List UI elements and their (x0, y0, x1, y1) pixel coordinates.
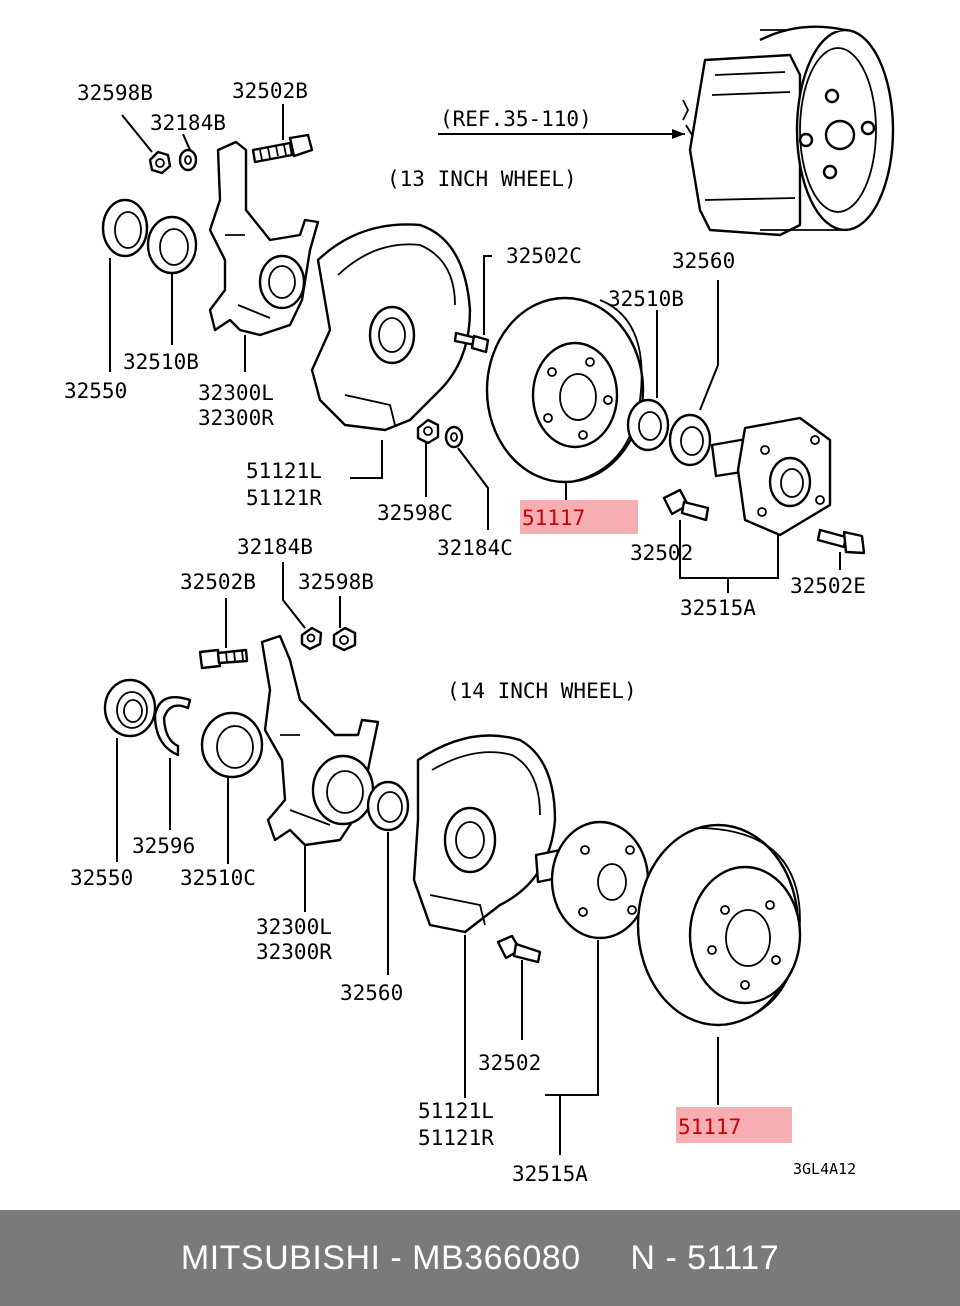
label-32300l-top: 32300L (198, 381, 274, 405)
highlight-51117-top (520, 500, 638, 534)
parts-diagram: (REF.35-110) (13 INCH WHEEL) (64, 25, 895, 1186)
brake-disc-51117-top (485, 296, 645, 484)
label-32502c: 32502C (506, 244, 582, 268)
bearing-32510c (200, 711, 264, 779)
nut-32598b-top (148, 150, 172, 175)
bolt-32502-top (662, 488, 710, 522)
label-51117-bottom: 51117 (678, 1115, 741, 1139)
label-32550-bottom: 32550 (70, 866, 133, 890)
label-32300r-top: 32300R (198, 406, 274, 430)
hub-32515a-bottom (534, 820, 650, 940)
washer-32184b-bottom (300, 626, 323, 651)
hub-32515a-top (710, 416, 832, 537)
bearing-32510b-top-left (146, 215, 198, 275)
dust-shield-51121-top (310, 223, 472, 432)
label-32502e: 32502E (790, 574, 866, 598)
snap-ring-32596 (153, 695, 192, 757)
label-32300r-bottom: 32300R (256, 940, 332, 964)
label-32550-top: 32550 (64, 379, 127, 403)
bolt-32502b-top (251, 133, 314, 164)
label-32502-bottom: 32502 (478, 1051, 541, 1075)
footer-part-number: MITSUBISHI - MB366080 N - 51117 (180, 1238, 780, 1277)
bolt-32502-bottom (496, 934, 542, 964)
knuckle-32300-top (208, 140, 320, 337)
seal-32550-top (101, 198, 149, 258)
label-51121l-top: 51121L (246, 459, 322, 483)
bolt-32502e (816, 528, 866, 555)
label-32510c: 32510C (180, 866, 256, 890)
label-32598b-bottom: 32598B (298, 570, 374, 594)
label-32502b-top: 32502B (232, 79, 308, 103)
label-32502-top: 32502 (630, 541, 693, 565)
label-51121l-bottom: 51121L (418, 1099, 494, 1123)
brake-disc-51117-bottom (636, 823, 802, 1027)
label-32515a-top: 32515A (680, 596, 756, 620)
brake-assembly-reference-drawing (682, 25, 895, 237)
label-51117-top: 51117 (522, 506, 585, 530)
drawing-code: 3GL4A12 (793, 1160, 856, 1178)
dust-shield-51121-bottom (412, 734, 557, 934)
washer-32184b-top (178, 148, 198, 172)
label-32560-bottom: 32560 (340, 981, 403, 1005)
washer-32184c (444, 425, 464, 449)
label-51121r-bottom: 51121R (418, 1126, 494, 1150)
label-32184c: 32184C (437, 536, 513, 560)
seal-32550-bottom (103, 678, 157, 738)
seal-32560-bottom (366, 780, 410, 832)
knuckle-32300-bottom (260, 634, 380, 847)
nut-32598c (416, 418, 440, 445)
highlight-51117-bottom (676, 1107, 792, 1143)
bolt-32502c (453, 331, 490, 354)
seal-32560-top (668, 413, 712, 467)
label-32596: 32596 (132, 834, 195, 858)
label-51121r-top: 51121R (246, 486, 322, 510)
bolt-32502b-bottom (198, 648, 249, 670)
nut-32598b-bottom (332, 626, 357, 652)
section-13-title: (13 INCH WHEEL) (387, 167, 577, 191)
label-32300l-bottom: 32300L (256, 915, 332, 939)
footer-bar: MITSUBISHI - MB366080 N - 51117 (0, 1210, 960, 1306)
label-32502b-bottom: 32502B (180, 570, 256, 594)
label-32598c: 32598C (377, 501, 453, 525)
label-32510b-top-right: 32510B (608, 287, 684, 311)
bearing-32510b-top-right (626, 398, 670, 452)
label-32560-top: 32560 (672, 249, 735, 273)
reference-label: (REF.35-110) (440, 107, 592, 131)
label-32598b-top: 32598B (77, 81, 153, 105)
section-14-title: (14 INCH WHEEL) (447, 679, 637, 703)
label-32515a-bottom: 32515A (512, 1162, 588, 1186)
label-32184b-bottom: 32184B (237, 535, 313, 559)
label-32184b-top: 32184B (150, 111, 226, 135)
label-32510b-top-left: 32510B (123, 350, 199, 374)
